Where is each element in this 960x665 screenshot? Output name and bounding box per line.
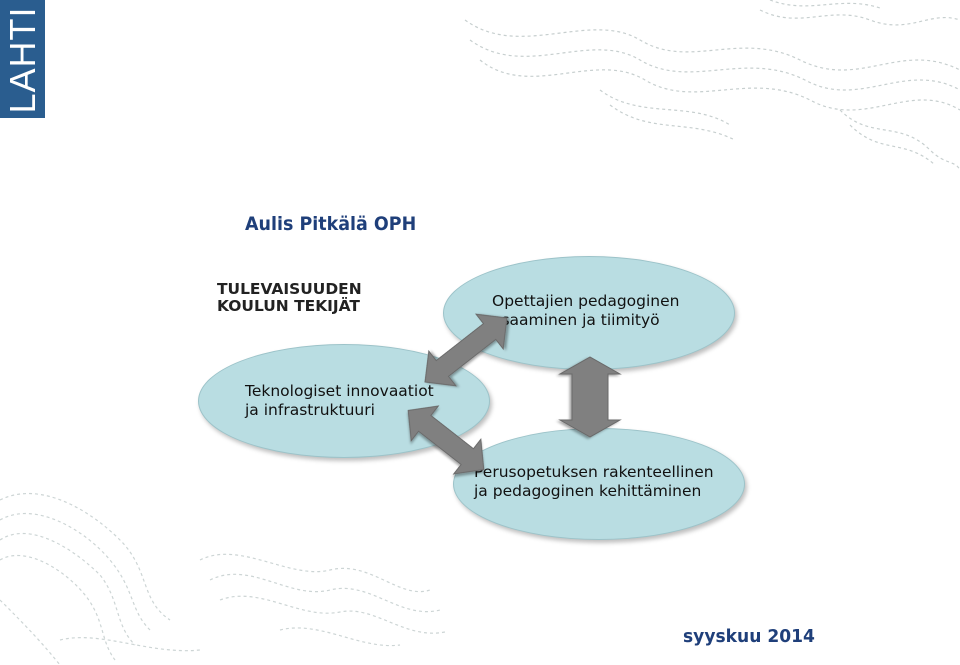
arrow-left-bottom — [407, 405, 485, 475]
node-label-line: Perusopetuksen rakenteellinen — [474, 463, 714, 481]
node-label-line: osaaminen ja tiimityö — [492, 311, 660, 329]
node-label-line: Opettajien pedagoginen — [492, 292, 680, 310]
node-label-line: Teknologiset innovaatiot — [245, 382, 434, 400]
author-title: Aulis Pitkälä OPH — [245, 213, 417, 235]
node-teacher-pedagogy: Opettajien pedagoginen osaaminen ja tiim… — [443, 256, 735, 370]
node-label-line: ja pedagoginen kehittäminen — [474, 482, 702, 500]
node-label-line: ja infrastruktuuri — [245, 401, 375, 419]
date-footer: syyskuu 2014 — [683, 626, 815, 647]
diagram-heading-line: TULEVAISUUDEN — [217, 280, 362, 298]
lahti-logo: LAHTI — [0, 0, 45, 118]
diagram-heading: TULEVAISUUDEN KOULUN TEKIJÄT — [217, 281, 444, 315]
arrow-top-bottom — [558, 356, 622, 438]
arrow-left-top — [424, 313, 508, 387]
node-structural-development: Perusopetuksen rakenteellinen ja pedagog… — [453, 428, 745, 540]
diagram-heading-line: KOULUN TEKIJÄT — [217, 297, 360, 315]
